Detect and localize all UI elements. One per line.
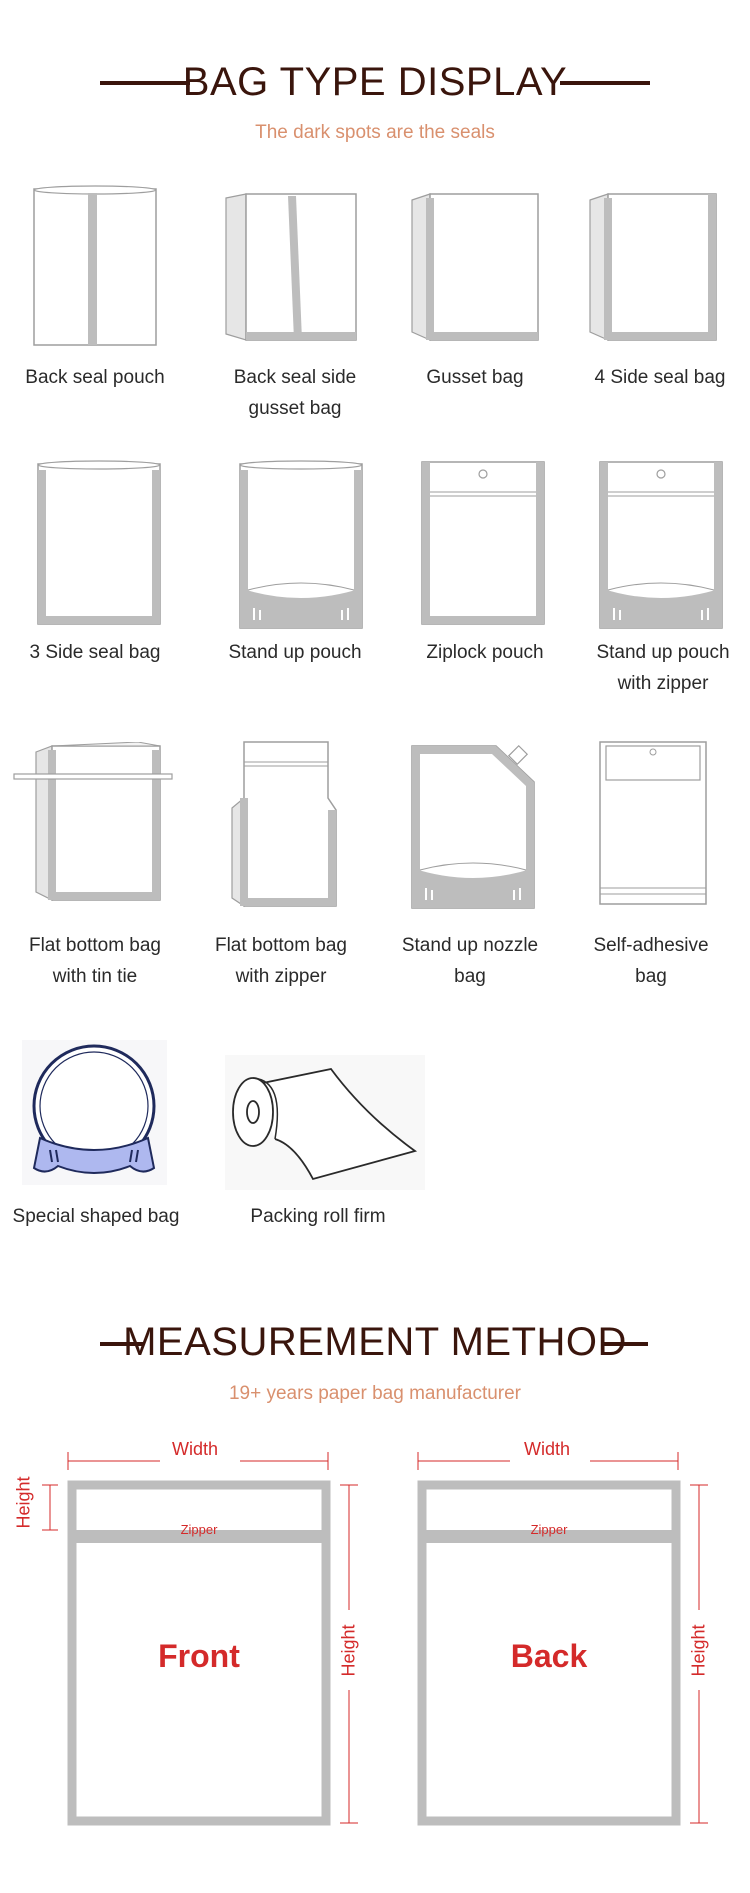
back-face-label: Back <box>510 1638 588 1674</box>
front-side-height-label: Height <box>13 1476 34 1529</box>
stand-up-pouch-icon <box>239 460 363 629</box>
front-face-label: Front <box>158 1638 240 1674</box>
title-rule-right <box>560 81 650 85</box>
bag-label: Stand up pouch <box>228 642 362 663</box>
gusset-bag-icon <box>411 193 539 341</box>
stand-up-nozzle-bag-icon <box>411 744 535 909</box>
3-side-seal-bag-icon <box>37 460 161 625</box>
bag-label: 4 Side seal bag <box>594 367 726 388</box>
bag-label: Special shaped bag <box>12 1206 180 1227</box>
ziplock-pouch-icon <box>421 461 545 625</box>
front-diagram <box>42 1452 358 1826</box>
bag-label: Packing roll firm <box>250 1206 386 1227</box>
bag-label: 3 Side seal bag <box>29 642 161 663</box>
self-adhesive-bag-icon <box>599 741 707 905</box>
back-width-label: Width <box>524 1439 571 1459</box>
title-rule-left <box>100 1342 144 1346</box>
stand-up-pouch-with-zipper-icon <box>599 461 723 629</box>
title-rule-left <box>100 81 190 85</box>
title-rule-right <box>604 1342 648 1346</box>
back-zipper-label: Zipper <box>530 1522 568 1537</box>
flat-bottom-bag-with-tin-tie-icon <box>13 742 173 901</box>
front-width-label: Width <box>172 1439 219 1459</box>
section-subtitle-seals: The dark spots are the seals <box>255 122 495 143</box>
back-diagram <box>417 1452 708 1826</box>
flat-bottom-bag-with-zipper-icon <box>231 741 337 908</box>
bag-label: Back seal pouch <box>25 367 165 388</box>
front-height-label: Height <box>338 1624 359 1677</box>
back-seal-side-gusset-bag-icon <box>225 193 357 341</box>
back-seal-pouch-icon <box>33 185 157 346</box>
bag-label: Gusset bag <box>426 367 524 388</box>
section-title-measurement: MEASUREMENT METHOD <box>123 1320 627 1364</box>
section-subtitle-manufacturer: 19+ years paper bag manufacturer <box>228 1383 522 1404</box>
back-height-label: Height <box>688 1624 709 1677</box>
special-shaped-bag-icon <box>22 1040 167 1185</box>
section-title-bag-types: BAG TYPE DISPLAY <box>182 60 568 104</box>
bag-label: Ziplock pouch <box>426 642 544 663</box>
packing-roll-film-icon <box>225 1055 425 1190</box>
4-side-seal-bag-icon <box>589 193 717 341</box>
front-zipper-label: Zipper <box>180 1522 218 1537</box>
